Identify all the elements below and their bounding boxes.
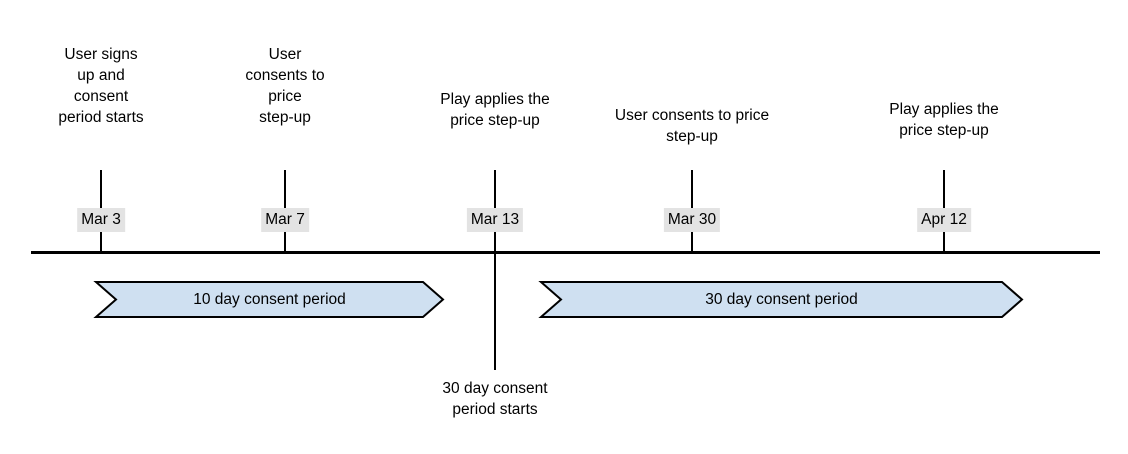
event-caption-mar-30: User consents to price step-up (614, 107, 770, 145)
connector-line-thirty-day-start (494, 251, 496, 370)
event-caption-mar-7: User consents to price step-up (245, 46, 325, 126)
event-caption-mar-13: Play applies the price step-up (440, 91, 550, 129)
event-caption-apr-12: Play applies the price step-up (889, 101, 999, 139)
date-chip-mar-7: Mar 7 (261, 208, 309, 232)
period-bar-ten-day: 10 day consent period (96, 281, 443, 318)
chevron-shape-icon (541, 281, 1022, 318)
date-chip-mar-30: Mar 30 (663, 208, 721, 232)
below-axis-note-thirty-day-start: 30 day consent period starts (442, 380, 548, 418)
date-chip-mar-13: Mar 13 (466, 208, 524, 232)
event-caption-mar-3: User signs up and consent period starts (58, 46, 144, 126)
date-chip-mar-3: Mar 3 (77, 208, 125, 232)
date-chip-apr-12: Apr 12 (917, 208, 971, 232)
chevron-shape-icon (96, 281, 443, 318)
timeline-axis (31, 251, 1100, 254)
period-bar-thirty-day: 30 day consent period (541, 281, 1022, 318)
